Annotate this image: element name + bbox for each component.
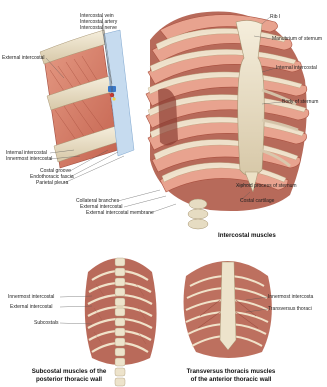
label-internal-intercostal-right: Internal intercostal xyxy=(276,65,317,71)
label-posterior-innermost: Innermost intercostal xyxy=(8,294,54,300)
label-manubrium: Manubrium of sternum xyxy=(272,36,322,42)
label-costal-cartilage: Costal cartilage xyxy=(240,198,274,204)
label-subcostals: Subcostals xyxy=(34,320,58,326)
posterior-thoracic-wall xyxy=(85,258,157,386)
label-anterior-innermost: Innermost intercosta xyxy=(268,294,313,300)
label-innermost-intercostal: Innermost intercostal xyxy=(6,156,52,162)
caption-intercostal-muscles: Intercostal muscles xyxy=(218,232,276,239)
label-anterior-transversus: Transversus thoraci xyxy=(268,306,312,312)
caption-posterior-line2: posterior thoracic wall xyxy=(14,376,124,383)
intercostal-space-inset xyxy=(40,30,134,168)
anterior-thoracic-wall xyxy=(184,261,272,358)
label-rib-i: Rib I xyxy=(270,14,280,20)
label-intercostal-nerve: Intercostal nerve xyxy=(80,25,117,31)
label-external-intercostal-membrane: External intercostal membrane xyxy=(86,210,154,216)
label-body-of-sternum: Body of sternum xyxy=(282,99,318,105)
label-posterior-external: External intercostal xyxy=(10,304,53,310)
caption-anterior-line2: of the anterior thoracic wall xyxy=(176,376,286,383)
label-parietal-pleura: Parietal pleura xyxy=(36,180,68,186)
label-external-intercostal-left: External intercostal xyxy=(2,55,45,61)
label-xiphoid: Xiphoid process of sternum xyxy=(236,183,297,189)
thoracic-cage xyxy=(146,12,309,229)
caption-anterior-line1: Transversus thoracis muscles xyxy=(176,368,286,375)
caption-posterior-line1: Subcostal muscles of the xyxy=(14,368,124,375)
